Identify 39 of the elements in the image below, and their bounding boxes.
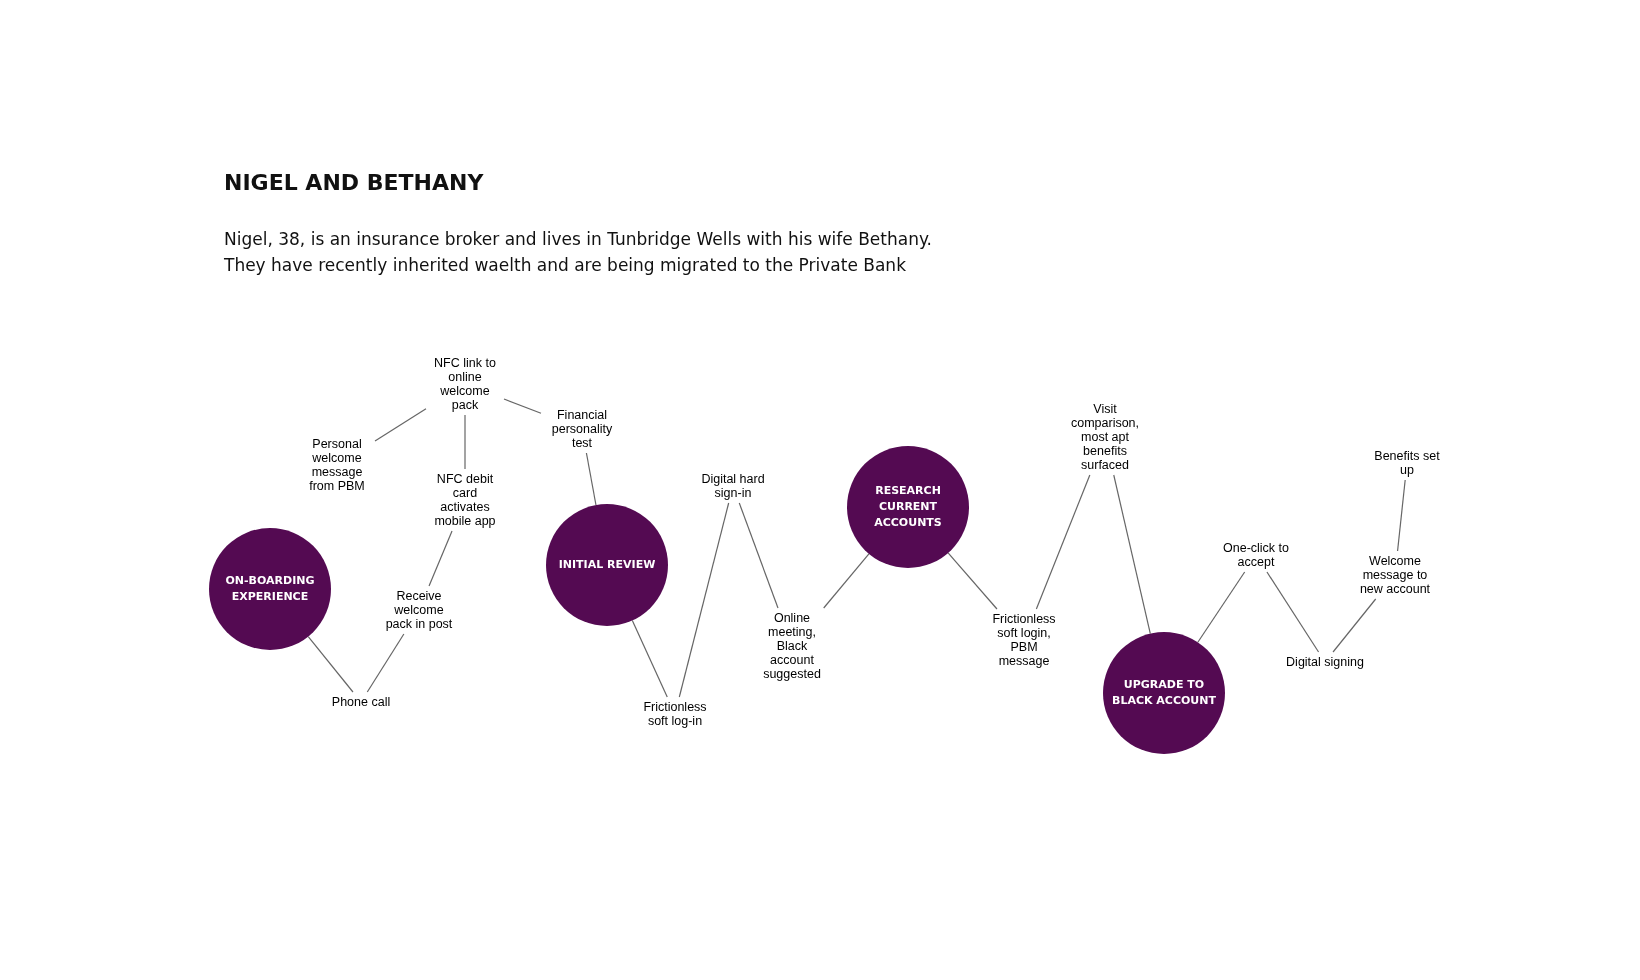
connector-line	[1332, 598, 1377, 653]
connector-line	[1035, 474, 1091, 610]
step-label: Financial personality test	[544, 408, 620, 450]
step-label: Personal welcome message from PBM	[302, 437, 372, 493]
step-label: NFC link to online welcome pack	[429, 356, 501, 412]
connector-line	[366, 633, 405, 693]
connector-line	[1113, 474, 1151, 635]
stage-circle: ON-BOARDING EXPERIENCE	[209, 528, 331, 650]
connector-line	[374, 408, 427, 442]
step-label: Online meeting, Black account suggested	[754, 611, 830, 681]
connector-line	[738, 502, 779, 609]
connector-line	[823, 553, 870, 609]
stage-circle: RESEARCH CURRENT ACCOUNTS	[847, 446, 969, 568]
step-label: Benefits set up	[1368, 449, 1446, 477]
title: NIGEL AND BETHANY	[224, 170, 484, 195]
connector-line	[631, 619, 668, 698]
stage-circle: UPGRADE TO BLACK ACCOUNT	[1103, 632, 1225, 754]
step-label: One-click to accept	[1213, 541, 1299, 569]
step-label: Frictionless soft log-in	[635, 700, 715, 728]
step-label: Digital hard sign-in	[688, 472, 778, 500]
stage-circle: INITIAL REVIEW	[546, 504, 668, 626]
connector-line	[307, 635, 354, 693]
step-label: Welcome message to new account	[1353, 554, 1437, 596]
connector-line	[1266, 571, 1320, 653]
step-label: NFC debit card activates mobile app	[427, 472, 503, 528]
step-label: Frictionless soft login, PBM message	[986, 612, 1062, 668]
connector-line	[503, 398, 542, 414]
connector-line	[1396, 479, 1406, 552]
step-label: Visit comparison, most apt benefits surfaced	[1065, 402, 1145, 472]
step-label: Receive welcome pack in post	[381, 589, 457, 631]
connector-line	[464, 414, 466, 470]
description: Nigel, 38, is an insurance broker and lives in Tunbridge Wells with his wife Bethany. They have recently inherited waelth and are being migrated to the Private Bank	[224, 228, 933, 277]
connector-line	[1197, 571, 1246, 643]
connector-line	[678, 502, 730, 698]
connector-line	[428, 530, 453, 587]
connector-line	[947, 552, 998, 610]
connector-line	[585, 452, 597, 506]
step-label: Digital signing	[1275, 655, 1375, 669]
step-label: Phone call	[316, 695, 406, 709]
